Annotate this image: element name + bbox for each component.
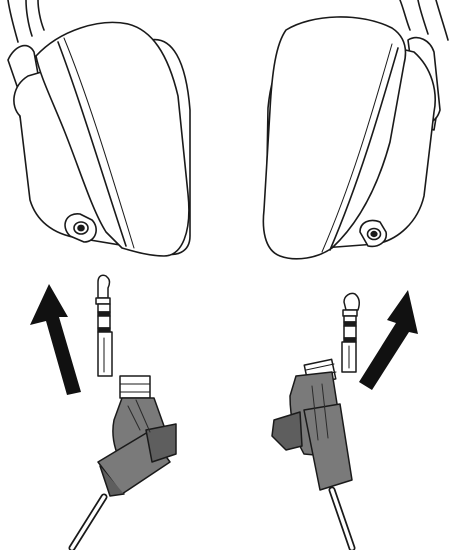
right-plug-body bbox=[271, 371, 353, 491]
left-insert-arrow bbox=[30, 284, 81, 395]
right-cable-plug bbox=[271, 292, 360, 550]
right-ear-cup bbox=[262, 0, 449, 260]
right-insert-arrow bbox=[359, 290, 418, 390]
arrow-up-icon bbox=[30, 284, 81, 395]
right-jack-pin bbox=[303, 292, 360, 386]
left-plug-body bbox=[97, 397, 177, 497]
arrow-up-icon bbox=[359, 290, 418, 390]
left-jack-pin bbox=[95, 274, 151, 399]
left-ear-cup bbox=[7, 0, 191, 257]
left-cable-plug bbox=[68, 274, 177, 550]
